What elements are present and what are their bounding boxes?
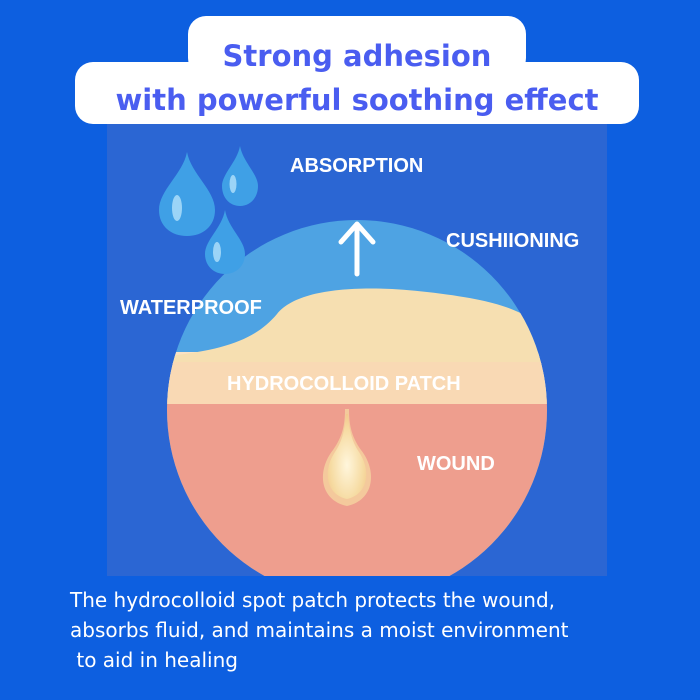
- up-arrow-icon: [338, 221, 376, 277]
- label-cushioning: CUSHIIONING: [446, 230, 579, 252]
- wound-fluid: [327, 414, 367, 499]
- caption-line-1: The hydrocolloid spot patch protects the…: [70, 588, 555, 612]
- caption-text: The hydrocolloid spot patch protects the…: [70, 585, 690, 675]
- water-drop-icon: [159, 152, 215, 236]
- hydrocolloid-patch: [167, 362, 547, 404]
- title-line-1: Strong adhesion: [222, 39, 492, 73]
- cross-section-circle: [167, 220, 547, 576]
- cushion-layer: [167, 288, 547, 364]
- label-waterproof: WATERPROOF: [120, 297, 262, 319]
- header-banner: Strong adhesion with powerful soothing e…: [75, 16, 639, 124]
- water-drop-icon: [222, 146, 258, 206]
- hydrocolloid-diagram: ABSORPTION CUSHIIONING WATERPROOF HYDROC…: [107, 124, 607, 576]
- label-absorption: ABSORPTION: [290, 155, 423, 177]
- label-wound: WOUND: [417, 453, 495, 475]
- caption-line-3: to aid in healing: [70, 648, 238, 672]
- header-background: [75, 16, 639, 124]
- water-drop-icon: [205, 210, 245, 274]
- page-title: Strong adhesion with powerful soothing e…: [75, 34, 639, 122]
- label-hydrocolloid-patch: HYDROCOLLOID PATCH: [227, 373, 461, 395]
- title-line-2: with powerful soothing effect: [115, 83, 599, 117]
- caption-line-2: absorbs fluid, and maintains a moist env…: [70, 618, 569, 642]
